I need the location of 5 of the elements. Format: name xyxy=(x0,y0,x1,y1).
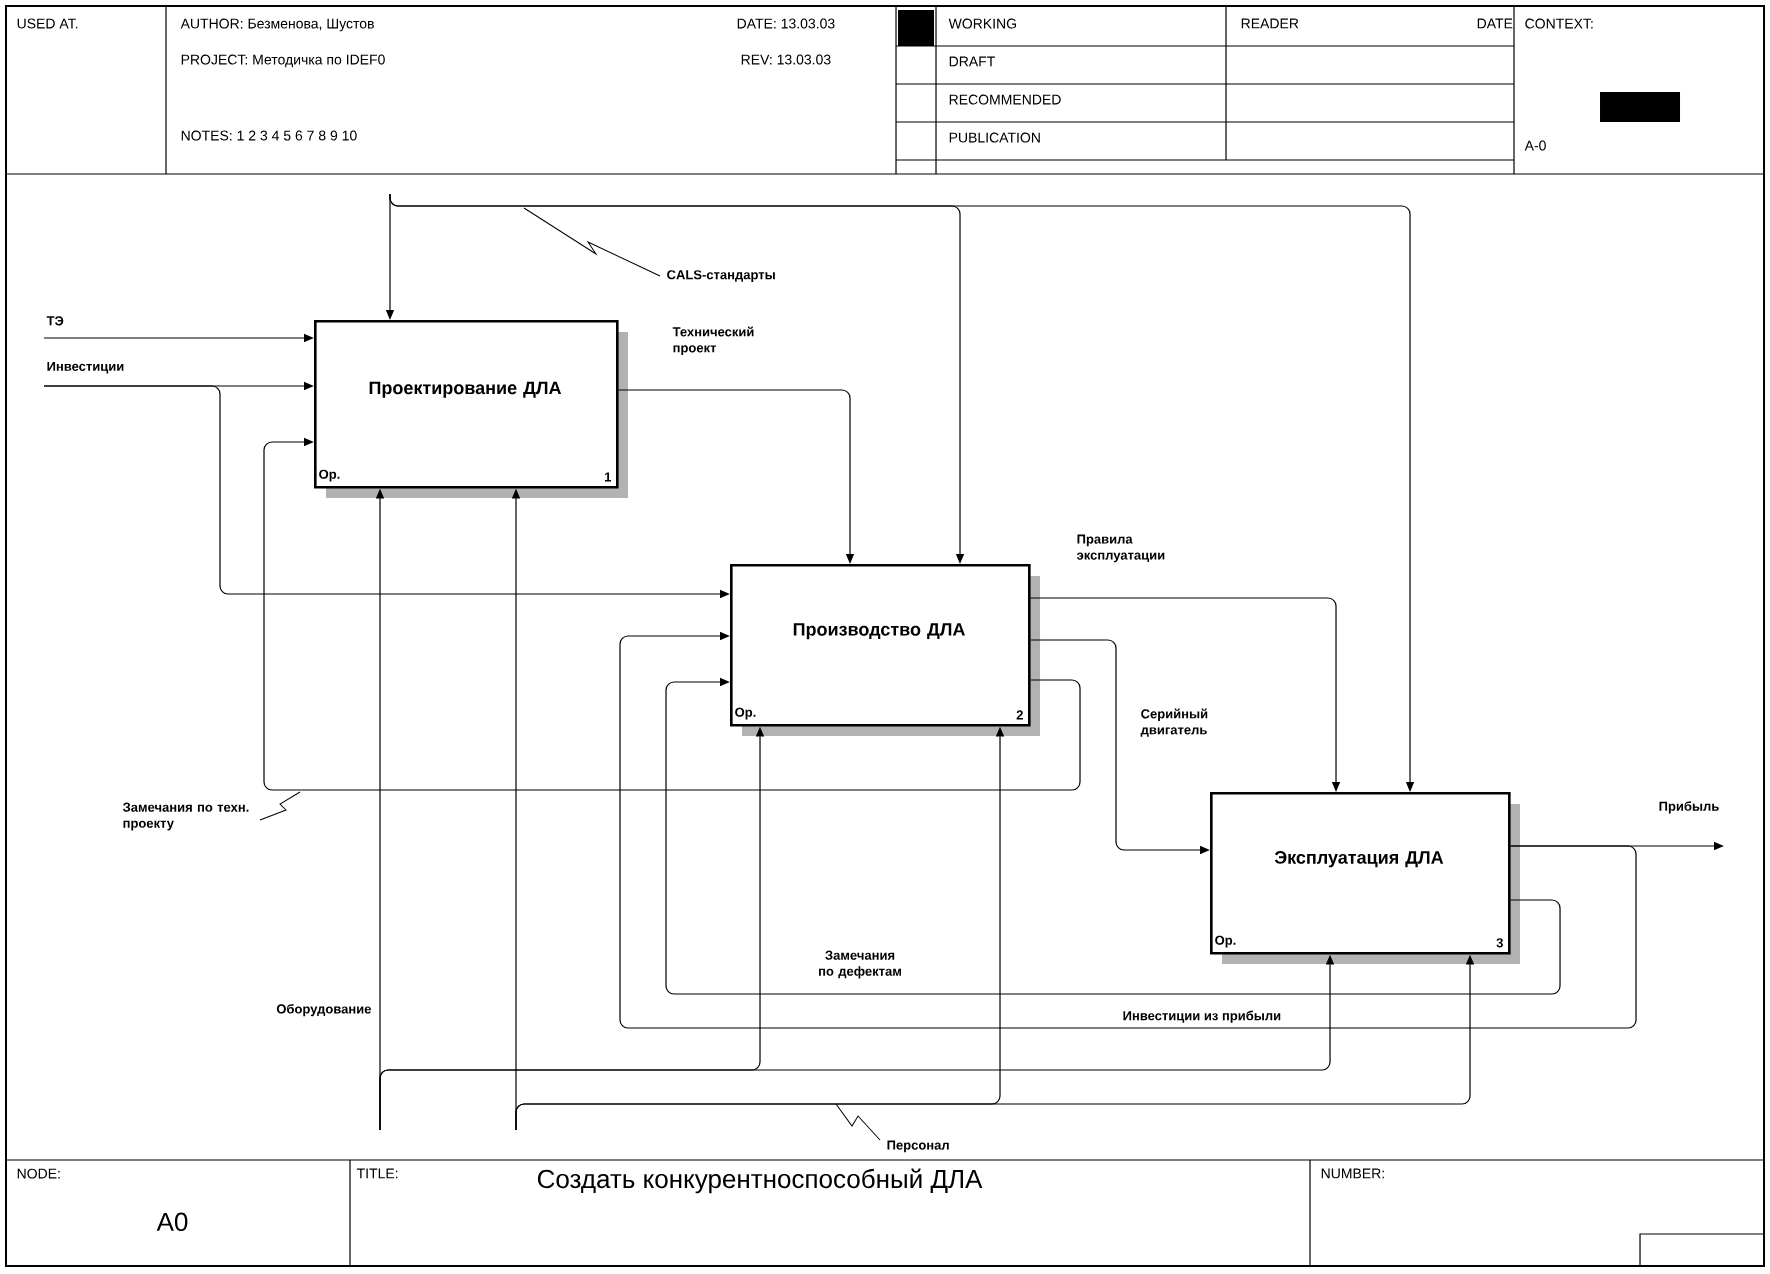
form-label: A0 xyxy=(156,1212,188,1231)
arrow xyxy=(665,677,1561,995)
arrow xyxy=(619,631,1637,1029)
arrow xyxy=(263,437,1081,791)
form-label: Создать конкурентноспособный ДЛА xyxy=(537,1168,983,1194)
